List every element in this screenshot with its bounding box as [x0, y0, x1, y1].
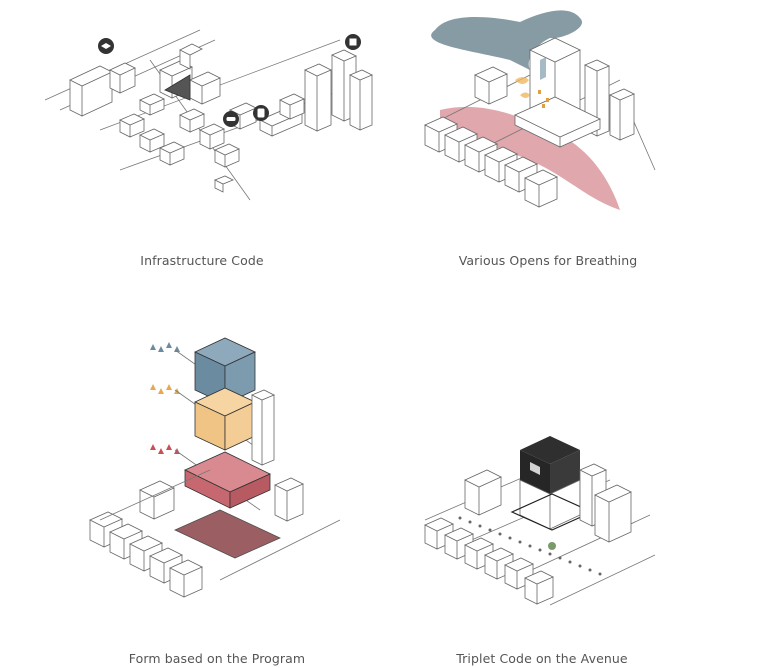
caption-infrastructure: Infrastructure Code — [140, 253, 264, 268]
central-building — [514, 37, 601, 148]
caption-program: Form based on the Program — [128, 651, 306, 666]
context-buildings — [424, 59, 635, 208]
breathing-drawing — [424, 10, 656, 210]
school-icon — [98, 38, 114, 54]
program-drawing — [89, 337, 341, 598]
car-icon — [223, 111, 239, 127]
city-blocks — [69, 43, 305, 193]
diagram-infrastructure: Infrastructure Code — [40, 20, 380, 268]
program-site-plate — [174, 509, 281, 559]
caption-avenue: Triplet Code on the Avenue — [456, 651, 628, 666]
program-block-orange — [194, 387, 256, 451]
avenue-context — [424, 463, 632, 605]
avenue-drawing — [424, 436, 656, 606]
program-block-blue — [194, 337, 256, 405]
tree-icon — [548, 542, 556, 550]
office-icon — [345, 34, 361, 50]
program-context — [89, 469, 341, 598]
infrastructure-drawing — [44, 29, 373, 201]
transit-icon — [253, 105, 269, 121]
tall-towers — [304, 49, 373, 132]
caption-breathing: Various Opens for Breathing — [458, 253, 638, 268]
program-block-red — [184, 451, 271, 509]
red-road — [440, 106, 620, 210]
air-cloud — [431, 10, 583, 71]
highlight-plot — [164, 74, 191, 101]
diagram-avenue: Triplet Code on the Avenue — [420, 430, 660, 666]
avenue-crowd — [458, 516, 602, 576]
diagram-program: Form based on the Program — [80, 330, 360, 666]
program-people-icons — [150, 342, 180, 454]
diagram-breathing: Various Opens for Breathing — [420, 0, 660, 268]
avenue-tower — [510, 436, 594, 531]
